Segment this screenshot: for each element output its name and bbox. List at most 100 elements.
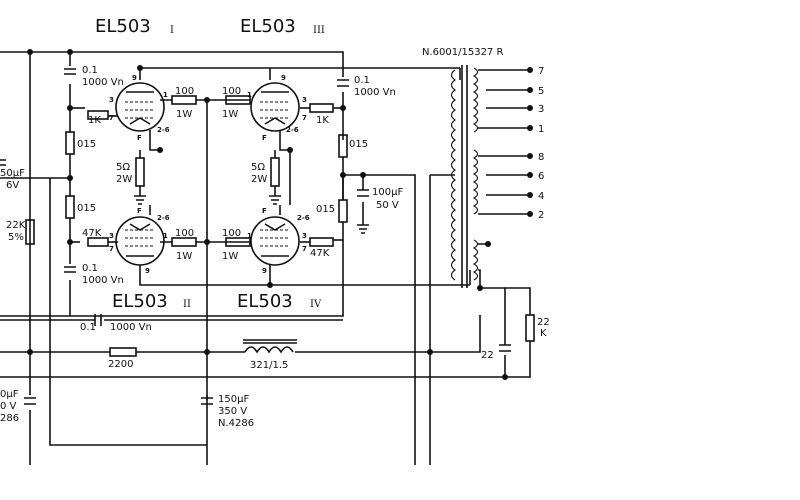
tube-i-symbol [115,82,165,132]
svg-text:1: 1 [247,91,252,99]
svg-text:F: F [137,134,142,142]
svg-text:2-6: 2-6 [286,126,299,134]
svg-text:1K: 1K [88,115,101,126]
tube-iv-label: EL503 [237,291,293,312]
svg-text:1: 1 [247,232,252,240]
tube-ii-symbol [115,216,165,266]
svg-text:9: 9 [132,74,137,82]
svg-text:1: 1 [163,91,168,99]
svg-text:1W: 1W [176,251,192,262]
svg-text:2W: 2W [116,174,132,185]
tube-i-label: EL503 [95,16,151,37]
svg-text:47K: 47K [82,228,102,239]
svg-text:F: F [262,134,267,142]
svg-text:F: F [137,207,142,215]
svg-text:1000 Vn: 1000 Vn [82,77,124,88]
svg-text:0 V: 0 V [0,401,17,412]
svg-text:F: F [262,207,267,215]
svg-text:0.1: 0.1 [354,75,370,86]
svg-text:50 V: 50 V [376,200,399,211]
resistor-symbols [25,95,535,357]
terminal-2: 2 [538,210,544,221]
svg-text:1000 Vn: 1000 Vn [110,322,152,333]
svg-text:286: 286 [0,413,19,424]
svg-text:9: 9 [262,267,267,275]
svg-text:2200: 2200 [108,359,133,370]
svg-text:9: 9 [145,267,150,275]
svg-text:3: 3 [302,232,307,240]
svg-text:0.1: 0.1 [80,322,96,333]
terminal-8: 8 [538,152,544,163]
component-labels: 0.1 1000 Vn 0.1 1000 Vn 0.1 1000 Vn 0.1 … [0,65,550,429]
tube-iv-numeral: IV [310,299,322,310]
tube-i-numeral: I [170,25,174,36]
svg-text:015: 015 [349,139,368,150]
terminal-7: 7 [538,66,544,77]
transformer-label: N.6001/15327 R [422,47,503,58]
svg-text:1K: 1K [316,115,329,126]
svg-text:3: 3 [109,232,114,240]
svg-text:1000 Vn: 1000 Vn [82,275,124,286]
svg-text:1W: 1W [176,109,192,120]
svg-text:5%: 5% [8,232,24,243]
capacitor-symbols [0,68,511,405]
svg-text:100: 100 [175,228,194,239]
tube-iii-numeral: III [313,25,325,36]
choke-symbol [243,339,297,354]
svg-text:22: 22 [537,317,550,328]
svg-text:3: 3 [109,96,114,104]
svg-text:100: 100 [222,86,241,97]
svg-text:015: 015 [77,139,96,150]
svg-text:22: 22 [481,350,494,361]
ground-symbols [134,195,369,234]
svg-text:50µF: 50µF [0,168,25,179]
svg-text:5Ω: 5Ω [116,162,130,173]
svg-text:7: 7 [109,245,114,253]
tube-ii-label: EL503 [112,291,168,312]
svg-text:015: 015 [316,204,335,215]
terminal-4: 4 [538,191,544,202]
output-transformer [450,65,533,288]
svg-text:1: 1 [163,232,168,240]
tube-pin-labels: 9 3 7 1 2-6 F 9 3 7 1 2-6 F 2-6 3 7 1 9 … [109,74,310,275]
svg-text:2-6: 2-6 [157,214,170,222]
terminal-1: 1 [538,124,544,135]
svg-text:7: 7 [302,114,307,122]
svg-text:100: 100 [222,228,241,239]
svg-text:47K: 47K [310,248,330,259]
svg-text:321/1.5: 321/1.5 [250,360,288,371]
svg-text:N.4286: N.4286 [218,418,254,429]
svg-text:0.1: 0.1 [82,65,98,76]
wiring [0,51,531,465]
svg-text:7: 7 [302,245,307,253]
svg-text:1W: 1W [222,251,238,262]
svg-text:1W: 1W [222,109,238,120]
svg-text:9: 9 [281,74,286,82]
svg-text:100µF: 100µF [372,187,403,198]
svg-text:350 V: 350 V [218,406,247,417]
svg-text:100: 100 [175,86,194,97]
svg-text:7: 7 [109,114,114,122]
svg-text:150µF: 150µF [218,394,249,405]
tube-iii-symbol [250,82,300,132]
svg-text:22K: 22K [6,220,26,231]
svg-text:K: K [540,328,547,339]
tube-iii-label: EL503 [240,16,296,37]
svg-text:2-6: 2-6 [157,126,170,134]
svg-text:0µF: 0µF [0,389,19,400]
svg-text:015: 015 [77,203,96,214]
terminal-6: 6 [538,171,544,182]
tube-iv-symbol [250,216,300,266]
tube-ii-numeral: II [183,299,191,310]
junction-dots [27,49,508,380]
terminal-3: 3 [538,104,544,115]
svg-text:2-6: 2-6 [297,214,310,222]
svg-text:6V: 6V [6,180,19,191]
svg-text:1000 Vn: 1000 Vn [354,87,396,98]
svg-text:5Ω: 5Ω [251,162,265,173]
terminal-5: 5 [538,86,544,97]
svg-text:3: 3 [302,96,307,104]
svg-text:2W: 2W [251,174,267,185]
